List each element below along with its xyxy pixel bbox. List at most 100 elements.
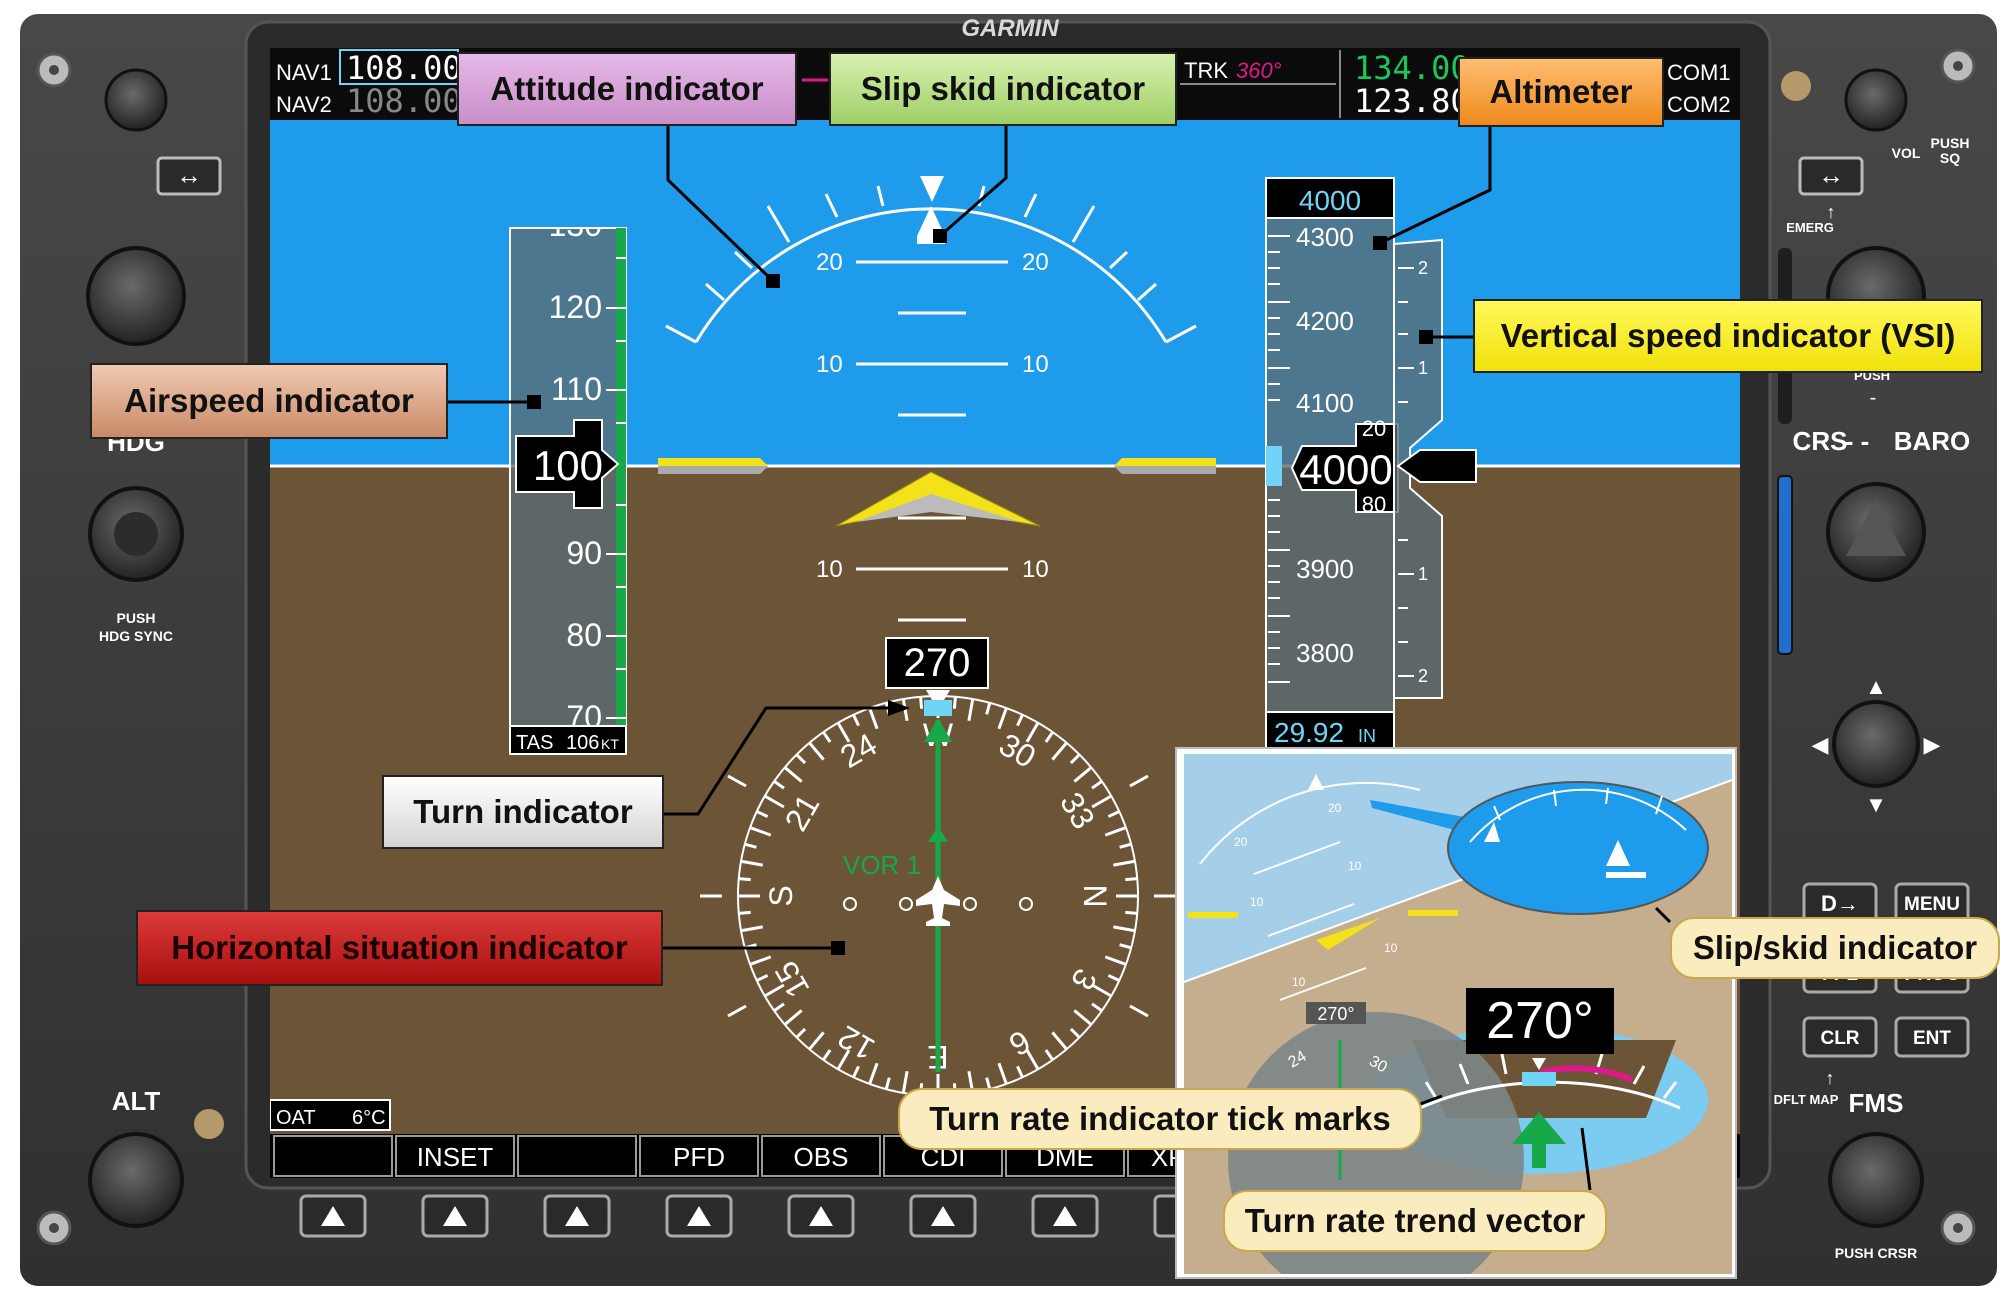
fms-knob[interactable]: [1828, 1132, 1924, 1228]
compass-tick: [783, 1009, 803, 1026]
softkey[interactable]: [639, 1135, 759, 1177]
compass-tick: [901, 1071, 909, 1094]
compass-tick: [738, 877, 751, 882]
compass-tick: [1113, 925, 1136, 933]
push-crsr-label: PUSH CRSR: [1835, 1245, 1917, 1261]
callout-vertical-speed-indicator: Vertical speed indicator (VSI): [1473, 299, 1983, 373]
compass-tick: [1091, 1002, 1103, 1012]
brand-logo: GARMIN: [961, 15, 1059, 42]
compass-tick: [836, 722, 851, 743]
callout-attitude-indicator: Attitude indicator: [457, 52, 797, 126]
direct-to-button[interactable]: D→: [1802, 882, 1878, 924]
compass-tick: [1091, 983, 1112, 998]
airspeed-green-band: [616, 228, 626, 730]
altitude-ticks: [1268, 235, 1290, 683]
compass-tick: [1119, 842, 1132, 849]
compass-tick: [740, 925, 763, 933]
softkey-label: INSET: [417, 1142, 494, 1172]
baro-box[interactable]: [1265, 711, 1395, 751]
heading-readout-box: [885, 637, 989, 689]
com1-label: COM1: [1667, 60, 1731, 85]
airspeed-ticks: [606, 257, 626, 719]
nav2-label: NAV2: [276, 92, 332, 117]
compass-tick: [997, 1062, 1008, 1085]
turn-rate-heading-bug: [1522, 1072, 1556, 1086]
oat-label: OAT: [276, 1107, 316, 1129]
callout-horizontal-situation-indicator: Horizontal situation indicator: [136, 910, 663, 986]
screw-icon: [36, 1210, 72, 1246]
compass-label: S: [763, 885, 799, 906]
nav-frequency-knob[interactable]: [86, 246, 186, 346]
track-label: TRK: [1184, 58, 1228, 83]
up-arrow-icon: ▲: [1865, 674, 1887, 699]
altitude-readout-box: [1290, 423, 1399, 513]
com-volume-knob[interactable]: [1844, 68, 1908, 132]
inset-roll-arc: [1199, 781, 1421, 865]
tas-value: 106: [566, 732, 599, 754]
vsi-pointer: [1396, 449, 1477, 483]
up-triangle-icon: [1053, 1206, 1077, 1226]
softkey[interactable]: [517, 1135, 637, 1177]
inset-pitch-mark: 20: [1234, 835, 1248, 849]
crs-baro-knob[interactable]: [1826, 482, 1926, 582]
airspeed-tick-label: 90: [566, 535, 602, 571]
compass-tick: [868, 707, 879, 730]
magnified-heading-box: [1466, 988, 1614, 1054]
altitude-tick-label: 4300: [1296, 222, 1354, 252]
com-swap-button[interactable]: ↔: [1798, 156, 1864, 196]
alt-knob[interactable]: [88, 1132, 184, 1228]
compass-tick: [1125, 877, 1138, 882]
push-sq-label: PUSH: [1931, 135, 1970, 151]
oat-box: [270, 1099, 391, 1131]
leader-endpoint: [1373, 236, 1387, 250]
altitude-tick-label: 3800: [1296, 638, 1354, 668]
compass-tick: [1044, 1049, 1054, 1061]
aircraft-symbol-shadow: [856, 494, 1020, 522]
clr-button[interactable]: CLR: [1802, 1016, 1878, 1058]
compass-tick: [884, 1077, 891, 1090]
compass-tick: [1069, 753, 1081, 765]
altitude-tick-label: 3900: [1296, 554, 1354, 584]
down-arrow-icon: ▼: [1865, 792, 1887, 817]
roll-pointer: [917, 206, 945, 236]
inset-small-heading: 270°: [1317, 1004, 1354, 1024]
pitch-mark: 10: [1022, 556, 1049, 583]
airplane-icon: [916, 876, 960, 926]
pitch-ladder: [856, 260, 1008, 622]
ent-button[interactable]: ENT: [1894, 1016, 1970, 1058]
track-value: 360°: [1236, 58, 1282, 83]
altitude-roll-lower: 80: [1362, 492, 1386, 517]
inset-compass-label: 24: [1286, 1048, 1310, 1072]
inset-heading-box: [1306, 1002, 1366, 1024]
softkey[interactable]: [395, 1135, 515, 1177]
alt-knob-label: ALT: [112, 1086, 161, 1116]
ent-button-label: ENT: [1913, 1028, 1951, 1049]
compass-tick: [1016, 1065, 1024, 1078]
compass-tick: [1051, 1031, 1068, 1051]
altitude-tick-label: 4200: [1296, 306, 1354, 336]
inset-pitch-mark: 10: [1292, 975, 1306, 989]
leader-endpoint: [831, 941, 845, 955]
callout-airspeed-indicator: Airspeed indicator: [90, 363, 448, 439]
dash-mark: - -: [1845, 426, 1870, 456]
up-arrow-icon: ↑: [1827, 202, 1836, 222]
com1-frequency[interactable]: 134.00: [1354, 49, 1470, 87]
nav-swap-button[interactable]: ↔: [156, 156, 222, 196]
com2-frequency[interactable]: 123.80: [1354, 82, 1470, 120]
tas-label: TAS: [516, 732, 553, 754]
callout-altimeter: Altimeter: [1458, 57, 1664, 127]
hsi-ticks: [738, 696, 1138, 1096]
inset-aircraft-symbol: [1316, 918, 1380, 950]
softkey[interactable]: [761, 1135, 881, 1177]
baro-setting: 29.92: [1274, 717, 1344, 748]
nav-volume-knob[interactable]: [104, 68, 168, 132]
cdi-dots: [843, 897, 1033, 911]
left-wing-shadow: [658, 466, 768, 474]
heading-readout: 270: [904, 641, 971, 685]
screw-icon: [36, 52, 72, 88]
roll-pointer-top: [920, 176, 944, 202]
compass-tick: [901, 698, 909, 721]
softkey[interactable]: [273, 1135, 393, 1177]
joystick-knob[interactable]: ▲ ▼ ◀ ▶: [1812, 674, 1941, 817]
hdg-knob[interactable]: [88, 486, 184, 582]
